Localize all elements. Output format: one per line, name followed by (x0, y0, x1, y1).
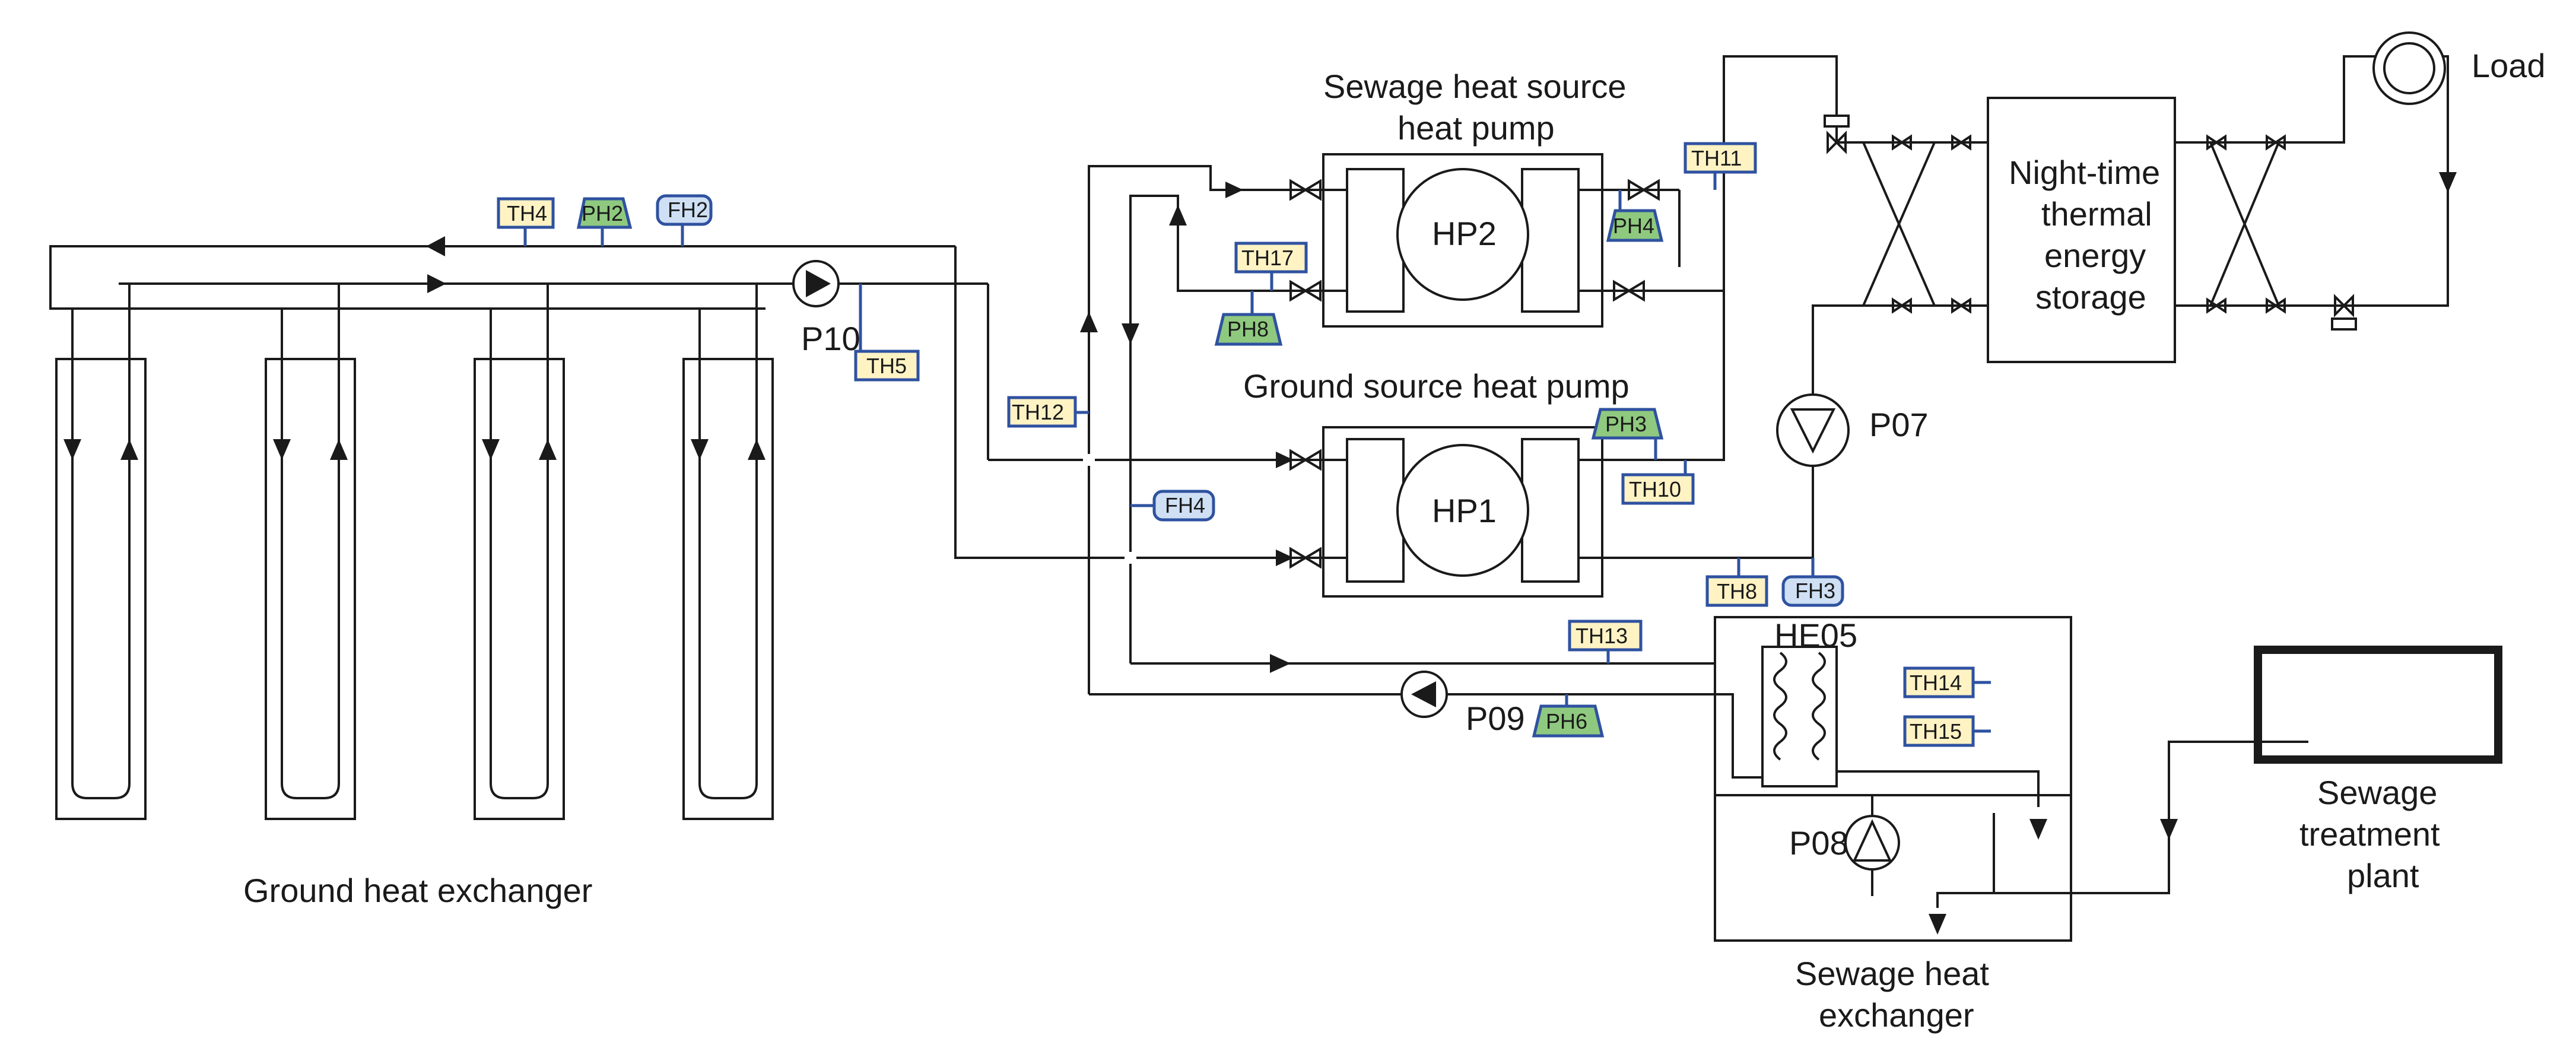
sewage-heat-exchanger[interactable]: HE05 Sewage heat exchanger (1406, 616, 2072, 1034)
svg-text:TH13: TH13 (1576, 624, 1628, 648)
sensor-th17[interactable]: TH17 (1234, 242, 1308, 291)
svg-text:TH10: TH10 (1629, 477, 1681, 501)
storage-label-2: thermal (2041, 195, 2152, 233)
sewage-hp-label-2: heat pump (1397, 109, 1555, 147)
sensor-th13[interactable]: TH13 (1568, 620, 1643, 663)
svg-text:PH2: PH2 (582, 201, 623, 225)
svg-text:FH2: FH2 (668, 198, 708, 222)
svg-text:PH8: PH8 (1227, 317, 1269, 341)
svg-text:TH11: TH11 (1691, 146, 1742, 170)
sensor-th8[interactable]: TH8 (1705, 558, 1768, 607)
svg-text:TH8: TH8 (1717, 579, 1757, 604)
night-time-thermal-energy-storage[interactable]: Night-time thermal energy storage (1987, 97, 2176, 363)
plant-label-3: plant (2347, 857, 2419, 894)
storage-label-1: Night-time (2009, 154, 2160, 191)
sensor-th10[interactable]: TH10 (1621, 460, 1695, 505)
storage-label-4: storage (2035, 278, 2146, 316)
sewage-hx-label-2: exchanger (1819, 996, 1974, 1034)
load[interactable]: Load (2372, 31, 2546, 105)
pump-p08[interactable]: P08 (1789, 815, 1900, 871)
heat-pump-hp2[interactable]: HP2 (1240, 153, 1724, 328)
plant-label-2: treatment (2299, 815, 2440, 853)
svg-text:PH4: PH4 (1613, 214, 1654, 238)
sewage-hp-label-1: Sewage heat source (1323, 68, 1627, 105)
plant-label-1: Sewage (2317, 774, 2437, 811)
svg-text:TH14: TH14 (1910, 671, 1962, 695)
sensor-th5[interactable]: TH5 (854, 284, 920, 382)
sewage-treatment-plant[interactable]: Sewage treatment plant (1994, 646, 2502, 894)
pump-p09-label: P09 (1466, 700, 1525, 737)
sensor-ph8[interactable]: PH8 (1214, 291, 1283, 346)
svg-text:FH4: FH4 (1165, 493, 1205, 517)
sensor-th4[interactable]: TH4 (497, 197, 555, 246)
svg-text:TH5: TH5 (866, 354, 907, 378)
sensor-tags: TH4 PH2 FH2 TH5 TH12 FH4 (497, 142, 1991, 747)
storage-label-3: energy (2044, 237, 2146, 274)
sensor-th14[interactable]: TH14 (1903, 666, 1991, 698)
ground-hp-label: Ground source heat pump (1243, 367, 1630, 405)
svg-text:TH17: TH17 (1241, 246, 1294, 270)
sensor-th12[interactable]: TH12 (1007, 396, 1089, 428)
svg-text:TH15: TH15 (1910, 719, 1962, 744)
svg-text:PH3: PH3 (1605, 412, 1647, 436)
pump-p07-label: P07 (1869, 406, 1929, 443)
he05-label: HE05 (1774, 617, 1857, 654)
heat-pump-hp1[interactable]: HP1 (1289, 291, 1813, 598)
sensor-fh4[interactable]: FH4 (1130, 490, 1215, 522)
pump-p07[interactable]: P07 (1776, 306, 1929, 558)
sensor-th15[interactable]: TH15 (1903, 715, 1991, 747)
ground-heat-exchanger: Ground heat exchanger (49, 236, 1317, 909)
pump-p08-label: P08 (1789, 824, 1848, 862)
sensor-th11[interactable]: TH11 (1684, 142, 1757, 190)
svg-text:TH4: TH4 (507, 201, 547, 225)
central-piping (1080, 165, 1715, 695)
ground-heat-exchanger-label: Ground heat exchanger (243, 872, 592, 909)
hp2-label: HP2 (1432, 215, 1497, 252)
sensor-ph2[interactable]: PH2 (576, 197, 633, 246)
sensor-ph4[interactable]: PH4 (1606, 190, 1664, 242)
hp1-label: HP1 (1432, 492, 1497, 529)
load-label: Load (2472, 47, 2546, 84)
svg-text:TH12: TH12 (1012, 400, 1064, 424)
svg-text:PH6: PH6 (1546, 709, 1587, 733)
sensor-ph3[interactable]: PH3 (1591, 408, 1664, 460)
svg-text:FH3: FH3 (1795, 579, 1835, 603)
sewage-hx-label-1: Sewage heat (1795, 955, 1989, 992)
pump-p10[interactable]: P10 (792, 260, 860, 357)
pump-p10-label: P10 (801, 320, 860, 357)
sensor-fh2[interactable]: FH2 (656, 194, 713, 246)
sensor-ph6[interactable]: PH6 (1532, 694, 1605, 738)
sensor-fh3[interactable]: FH3 (1781, 558, 1844, 607)
pump-p09[interactable]: P09 (1400, 671, 1525, 737)
